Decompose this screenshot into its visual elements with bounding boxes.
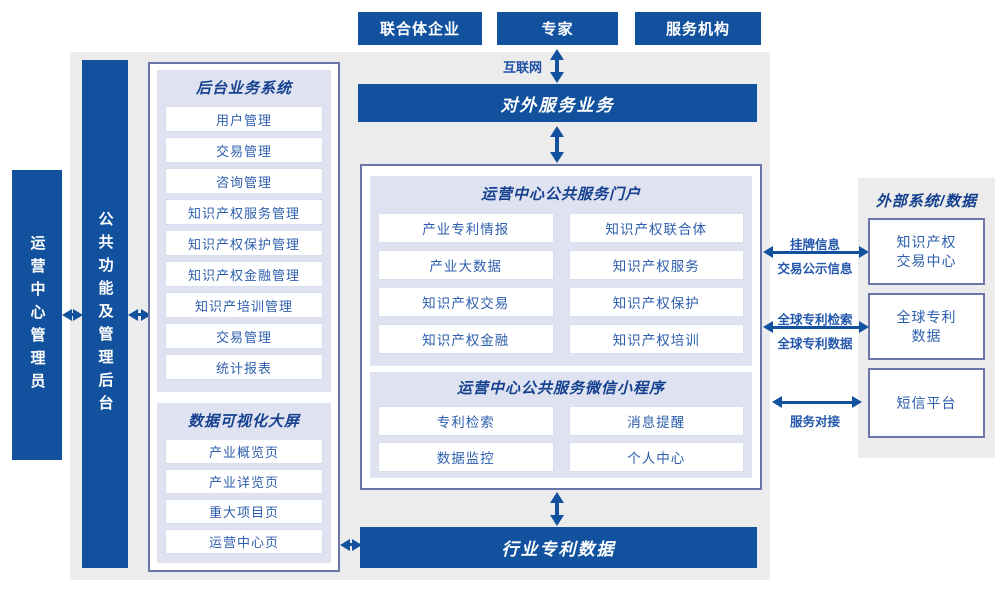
arrow-datascreen-to-patent-data	[349, 543, 353, 546]
left-panels-container: 后台业务系统 用户管理 交易管理 咨询管理 知识产权服务管理 知识产权保护管理 …	[148, 62, 340, 572]
external-system-global-patent: 全球专利 数据	[868, 293, 985, 360]
portal-item: 知识产权培训	[568, 324, 744, 354]
portal-item: 产业大数据	[378, 250, 554, 280]
arrow-operator-to-backend	[71, 313, 74, 316]
backend-system-panel: 后台业务系统 用户管理 交易管理 咨询管理 知识产权服务管理 知识产权保护管理 …	[157, 70, 331, 392]
module-item: 统计报表	[165, 354, 323, 380]
data-screen-panel: 数据可视化大屏 产业概览页 产业详览页 重大项目页 运营中心页	[157, 403, 331, 563]
module-item: 产业详览页	[165, 469, 323, 494]
portal-item: 产业专利情报	[378, 213, 554, 243]
mini-program-title: 运营中心公共服务微信小程序	[456, 380, 665, 397]
portal-item: 知识产权金融	[378, 324, 554, 354]
arrow-backend-to-system	[137, 313, 142, 316]
admin-backend-label: 公共功能及管理后台	[96, 210, 114, 418]
portal-item: 知识产权服务	[568, 250, 744, 280]
external-system-ip-exchange: 知识产权 交易中心	[868, 218, 985, 285]
link-label-global-patent-data: 全球专利数据	[777, 337, 853, 351]
mini-program-item: 专利检索	[378, 406, 554, 436]
admin-backend-bar: 公共功能及管理后台	[82, 60, 128, 568]
module-item: 咨询管理	[165, 168, 323, 194]
module-item: 交易管理	[165, 137, 323, 163]
actor-label: 专家	[541, 21, 574, 38]
actor-box-experts: 专家	[497, 12, 618, 45]
arrow-portal-to-sms	[781, 401, 853, 404]
ext-line: 全球专利	[896, 308, 957, 325]
link-label-transaction-publicity: 交易公示信息	[777, 262, 853, 276]
backend-system-title: 后台业务系统	[195, 80, 292, 97]
portal-item: 知识产权交易	[378, 287, 554, 317]
internet-label: 互联网	[502, 60, 542, 75]
module-item: 知识产权服务管理	[165, 199, 323, 225]
mini-program-item: 个人中心	[568, 442, 744, 472]
ext-line: 知识产权	[896, 233, 957, 250]
arrow-portal-to-global-patent	[772, 326, 860, 329]
external-systems-title: 外部系统/数据	[875, 193, 978, 210]
ext-line: 交易中心	[896, 252, 957, 269]
link-label-global-patent-search: 全球专利检索	[777, 313, 853, 327]
arrow-experts-to-external-service	[555, 59, 559, 73]
industry-patent-bar: 行业专利数据	[360, 527, 757, 568]
arrow-portal-to-ip-exchange	[772, 251, 860, 254]
external-service-bar: 对外服务业务	[358, 84, 757, 122]
portal-item: 知识产权联合体	[568, 213, 744, 243]
link-label-service-connect: 服务对接	[789, 415, 840, 429]
actor-label: 服务机构	[665, 21, 730, 38]
module-item: 重大项目页	[165, 499, 323, 524]
mini-program-panel: 运营中心公共服务微信小程序 专利检索 消息提醒 数据监控 个人中心	[370, 372, 752, 478]
module-item: 知识产权保护管理	[165, 230, 323, 256]
operator-admin-box: 运营中心管理员	[12, 170, 62, 460]
operator-admin-label: 运营中心管理员	[28, 234, 46, 396]
ext-line: 短信平台	[896, 394, 957, 411]
mini-program-items-grid: 专利检索 消息提醒 数据监控 个人中心	[378, 406, 744, 472]
portal-title: 运营中心公共服务门户	[480, 186, 641, 203]
arrow-service-to-portal	[555, 136, 559, 153]
external-system-sms: 短信平台	[868, 368, 985, 438]
link-label-listing-info: 挂牌信息	[789, 238, 840, 252]
public-service-portal-panel: 运营中心公共服务门户 产业专利情报 知识产权联合体 产业大数据 知识产权服务 知…	[370, 176, 752, 366]
arrow-portal-to-patent-data	[555, 502, 559, 516]
external-service-bar-label: 对外服务业务	[500, 95, 615, 115]
portal-items-grid: 产业专利情报 知识产权联合体 产业大数据 知识产权服务 知识产权交易 知识产权保…	[378, 213, 744, 354]
actor-box-service-orgs: 服务机构	[635, 12, 761, 45]
data-screen-title: 数据可视化大屏	[187, 413, 300, 430]
actor-box-consortium: 联合体企业	[358, 12, 482, 45]
industry-patent-bar-label: 行业专利数据	[501, 540, 616, 559]
operation-center-container: 运营中心公共服务门户 产业专利情报 知识产权联合体 产业大数据 知识产权服务 知…	[360, 164, 762, 490]
mini-program-item: 消息提醒	[568, 406, 744, 436]
mini-program-item: 数据监控	[378, 442, 554, 472]
module-item: 知识产培训管理	[165, 292, 323, 318]
module-item: 知识产权金融管理	[165, 261, 323, 287]
module-item: 交易管理	[165, 323, 323, 349]
module-item: 用户管理	[165, 106, 323, 132]
module-item: 产业概览页	[165, 439, 323, 464]
actor-label: 联合体企业	[379, 21, 460, 38]
module-item: 运营中心页	[165, 529, 323, 554]
ext-line: 数据	[911, 327, 942, 344]
portal-item: 知识产权保护	[568, 287, 744, 317]
